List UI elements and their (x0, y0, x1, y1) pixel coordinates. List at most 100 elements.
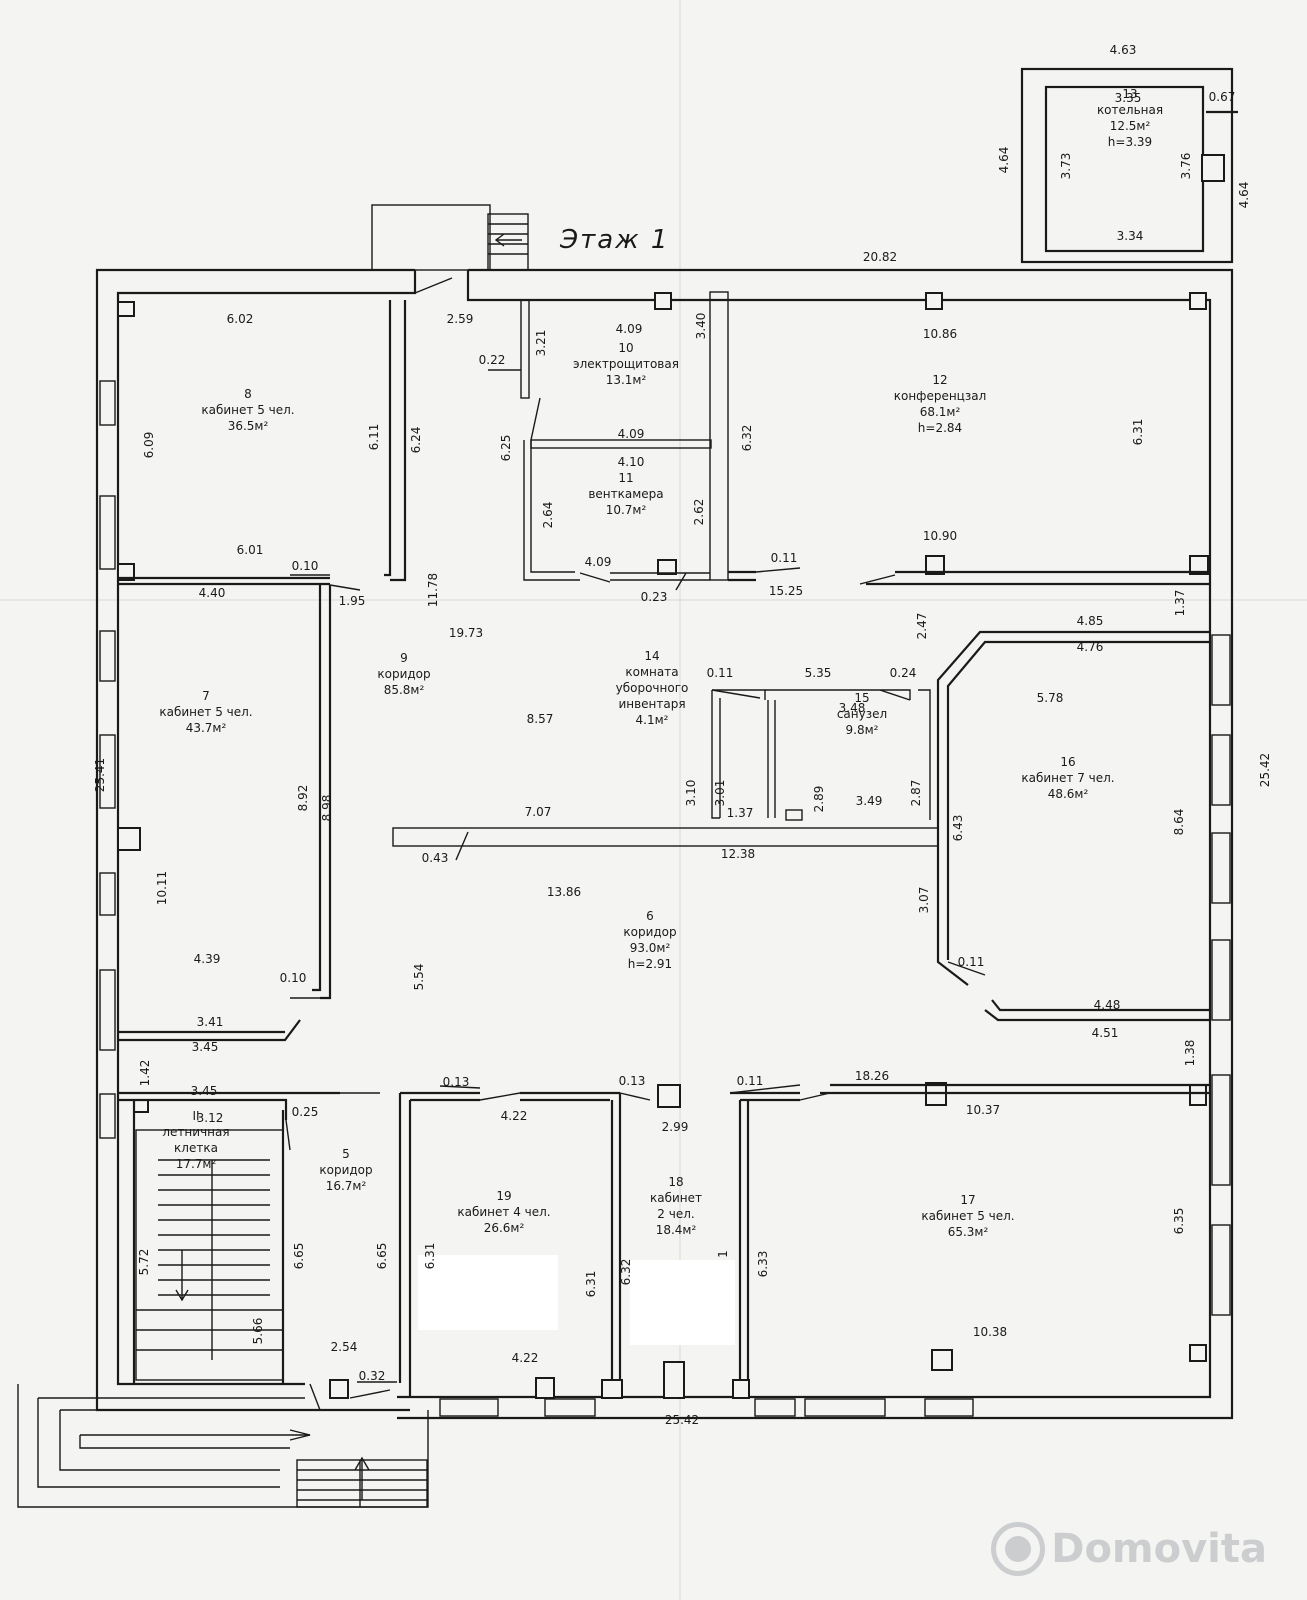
room-label-r14: уборочного (616, 681, 689, 695)
dimension-label: 2.64 (541, 502, 555, 529)
east-windows (1211, 634, 1231, 1316)
dimension-label: 12.38 (721, 847, 755, 861)
dimension-label: 3.10 (684, 780, 698, 807)
room-label-r19: 19 (496, 1189, 511, 1203)
dimension-label: 8.98 (320, 795, 334, 822)
room-label-r17: 65.3м² (948, 1225, 989, 1239)
dimension-label: 1.37 (1173, 590, 1187, 617)
room-label-r7: кабинет 5 чел. (159, 705, 252, 719)
room-label-r14: 14 (644, 649, 659, 663)
dimension-label: 4.48 (1094, 998, 1121, 1012)
dimension-label: 1.38 (1183, 1040, 1197, 1067)
room-label-r5: 5 (342, 1147, 350, 1161)
dimension-label: 15.25 (769, 584, 803, 598)
dimension-label: 6.25 (499, 435, 513, 462)
room-label-r15: 15 (854, 691, 869, 705)
blank-patch (418, 1255, 558, 1330)
dimension-label: 6.02 (227, 312, 254, 326)
dimension-label: 10.11 (155, 871, 169, 905)
room-label-r15: санузел (837, 707, 887, 721)
dimension-label: 0.10 (292, 559, 319, 573)
dimension-label: 1.37 (727, 806, 754, 820)
dimension-label: 25.41 (93, 758, 107, 792)
dimension-label: 6.09 (142, 432, 156, 459)
dimension-label: 6.11 (367, 424, 381, 451)
dimension-label: 0.43 (422, 851, 449, 865)
dimension-label: 10.90 (923, 529, 957, 543)
dimension-label: 0.32 (359, 1369, 386, 1383)
dimension-label: 6.01 (237, 543, 264, 557)
dimension-label: 0.11 (771, 551, 798, 565)
room-label-r11s: 17.7м² (176, 1157, 217, 1171)
room-label-r12: 12 (932, 373, 947, 387)
dimension-label: 7.07 (525, 805, 552, 819)
dimension-label: 0.11 (958, 955, 985, 969)
domovita-logo-icon (991, 1522, 1046, 1576)
dimension-label: 5.72 (137, 1249, 151, 1276)
dimension-label: 2.54 (331, 1340, 358, 1354)
dimension-label: 11.78 (426, 573, 440, 607)
north-entrance (371, 204, 529, 271)
dimension-label: 4.40 (199, 586, 226, 600)
dimension-label: 5.78 (1037, 691, 1064, 705)
room-label-r19: 26.6м² (484, 1221, 525, 1235)
structural-columns (117, 292, 1209, 1399)
room-label-r16: 48.6м² (1048, 787, 1089, 801)
dimension-label: 3.21 (534, 330, 548, 357)
west-windows (99, 380, 116, 1139)
dimension-label: 8.64 (1172, 809, 1186, 836)
room-label-r10: электрощитовая (573, 357, 679, 371)
dimension-label: 0.23 (641, 590, 668, 604)
dimension-label: 4.64 (1237, 182, 1251, 209)
dimension-label: 1 (716, 1250, 730, 1258)
dimension-label: 2.47 (915, 613, 929, 640)
room-label-r11s: II (192, 1109, 199, 1123)
room-label-r12: 68.1м² (920, 405, 961, 419)
dimension-label: 2.99 (662, 1120, 689, 1134)
dimension-label: 1.95 (339, 594, 366, 608)
room-label-r7: 43.7м² (186, 721, 227, 735)
dimension-label: 4.22 (512, 1351, 539, 1365)
dimension-label: 8.57 (527, 712, 554, 726)
dimension-label: 0.13 (619, 1074, 646, 1088)
room-label-r15: 9.8м² (846, 723, 879, 737)
dimension-label: 4.10 (618, 455, 645, 469)
dimension-label: 4.51 (1092, 1026, 1119, 1040)
dimension-label: 4.09 (585, 555, 612, 569)
dimension-label: 1.42 (138, 1060, 152, 1087)
dimension-label: 3.40 (694, 313, 708, 340)
room-label-r11s: клетка (174, 1141, 218, 1155)
room-label-r13: котельная (1097, 103, 1163, 117)
dimension-label: 6.35 (1172, 1208, 1186, 1235)
room-label-r6: 6 (646, 909, 654, 923)
dimension-label: 0.25 (292, 1105, 319, 1119)
dimension-label: 4.85 (1077, 614, 1104, 628)
dimension-label: 2.89 (812, 786, 826, 813)
dimension-label: 4.09 (618, 427, 645, 441)
dimension-label: 0.24 (890, 666, 917, 680)
room-label-r11s: летничная (162, 1125, 229, 1139)
dimension-label: 6.31 (423, 1243, 437, 1270)
dimension-label: 4.39 (194, 952, 221, 966)
room-label-r14: комната (625, 665, 678, 679)
dimension-label: 6.65 (292, 1243, 306, 1270)
room-label-r9: коридор (377, 667, 430, 681)
dimension-label: 4.76 (1077, 640, 1104, 654)
room-label-r18: 2 чел. (657, 1207, 694, 1221)
dimension-label: 6.65 (375, 1243, 389, 1270)
dimension-label: 0.11 (707, 666, 734, 680)
room-label-r13: h=3.39 (1108, 135, 1152, 149)
room-label-r18: кабинет (650, 1191, 702, 1205)
dimension-label: 6.24 (409, 427, 423, 454)
south-entrance-ramp (17, 1383, 429, 1508)
dimension-label: 2.87 (909, 780, 923, 807)
dimension-label: 20.82 (863, 250, 897, 264)
domovita-watermark: Domovita (991, 1522, 1267, 1576)
dimension-label: 19.73 (449, 626, 483, 640)
room-label-r18: 18 (668, 1175, 683, 1189)
dimension-label: 10.38 (973, 1325, 1007, 1339)
outer-walls (95, 268, 1234, 1420)
dimension-label: 18.26 (855, 1069, 889, 1083)
